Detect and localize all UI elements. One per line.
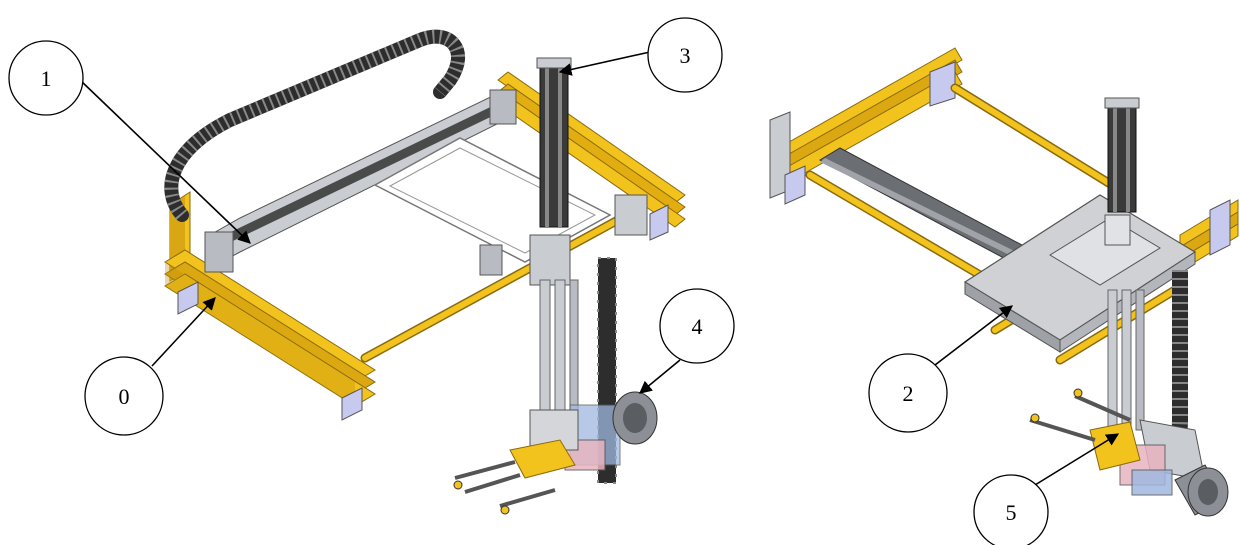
callout-0: 0 [84,297,216,436]
rotary-motor [612,391,658,445]
x-axis-linear-module [204,89,517,273]
support-feet [177,204,669,421]
guide-rod [360,203,645,363]
bearing-blocks [479,194,648,286]
callout-2-label: 2 [903,381,914,406]
vertical-column [536,57,572,228]
right-lower-assembly [1029,388,1206,496]
callout-5-label: 5 [1006,500,1017,525]
callout-5: 5 [973,433,1120,545]
right-side-rail [1179,199,1239,272]
callout-0-label: 0 [119,384,130,409]
right-back-rail [769,47,963,205]
left-isometric-view: 1 3 0 4 [8,17,735,515]
plate-frame [373,137,612,263]
right-isometric-view: 2 5 [769,47,1239,545]
front-rail [164,249,376,407]
right-vertical-column [1104,97,1140,213]
right-motor [1174,464,1229,517]
lower-carriage [529,404,621,471]
callout-1: 1 [8,40,251,244]
cable-chain-top [164,29,465,222]
callout-2: 2 [868,305,1014,433]
callout-4-label: 4 [692,314,703,339]
callout-3-label: 3 [680,43,691,68]
gripper [453,439,576,515]
callout-1-label: 1 [41,66,52,91]
callout-3: 3 [558,17,723,93]
callout-4: 4 [639,288,735,394]
